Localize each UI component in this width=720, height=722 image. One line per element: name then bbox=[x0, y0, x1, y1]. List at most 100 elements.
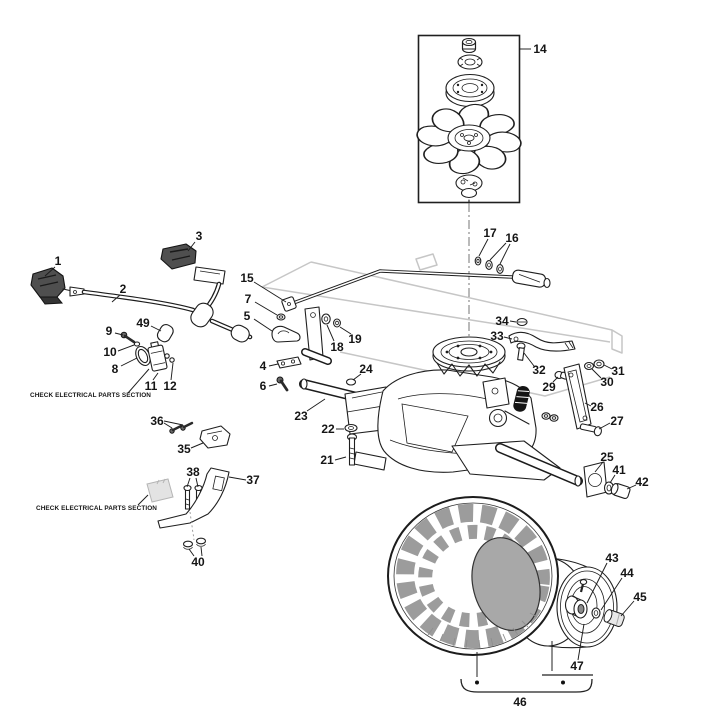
leader-7 bbox=[254, 301, 278, 316]
leader-38-2 bbox=[195, 477, 199, 488]
part-callout-7: 7 bbox=[245, 292, 252, 306]
wheel-art bbox=[387, 496, 625, 693]
leader-45 bbox=[620, 600, 635, 617]
part-callout-23: 23 bbox=[294, 409, 308, 423]
valve-stem-43 bbox=[579, 583, 585, 593]
bracket-25 bbox=[583, 461, 608, 498]
tire-opening bbox=[471, 537, 541, 631]
wave-washer-art bbox=[457, 54, 483, 70]
axle-end-art bbox=[583, 461, 631, 499]
part-callout-45: 45 bbox=[633, 590, 647, 604]
part-callout-1: 1 bbox=[55, 254, 62, 268]
leader-16 bbox=[489, 242, 507, 261]
bolt-21 bbox=[348, 437, 356, 466]
part-callout-42: 42 bbox=[635, 475, 649, 489]
part-callout-32: 32 bbox=[532, 363, 546, 377]
leader-40 bbox=[188, 548, 195, 557]
part-callout-33: 33 bbox=[490, 329, 504, 343]
leader-33 bbox=[503, 336, 513, 340]
fan-art bbox=[416, 103, 522, 175]
part-callout-38: 38 bbox=[186, 465, 200, 479]
part-callout-17: 17 bbox=[483, 226, 497, 240]
washer-22 bbox=[344, 423, 358, 433]
leader-11 bbox=[152, 372, 159, 381]
part-callout-46: 46 bbox=[513, 695, 527, 709]
bushing-49 bbox=[156, 324, 174, 343]
part-callout-34: 34 bbox=[495, 314, 509, 328]
part-callout-29: 29 bbox=[542, 380, 556, 394]
washer-44 bbox=[591, 607, 601, 619]
leader-9 bbox=[114, 332, 124, 336]
part-callout-22: 22 bbox=[321, 422, 335, 436]
rod-end-fitting bbox=[511, 269, 547, 288]
leader-37 bbox=[228, 476, 247, 481]
leader-10 bbox=[117, 344, 135, 352]
ghost-electrical-part bbox=[146, 478, 174, 503]
bracket-37 bbox=[157, 467, 230, 529]
leader-27 bbox=[598, 422, 611, 430]
leader-6 bbox=[268, 383, 278, 387]
part-callout-12: 12 bbox=[163, 379, 177, 393]
note-leader-2 bbox=[137, 494, 149, 506]
leader-18 bbox=[326, 324, 335, 342]
note-layer: CHECK ELECTRICAL PARTS SECTION CHECK ELEC… bbox=[30, 368, 157, 512]
group-marks-art bbox=[460, 641, 593, 693]
part-callout-30: 30 bbox=[600, 375, 614, 389]
leader-12 bbox=[170, 362, 174, 381]
part-callout-41: 41 bbox=[612, 463, 626, 477]
part-callout-10: 10 bbox=[103, 345, 117, 359]
note-leader-1 bbox=[127, 368, 150, 394]
part-callout-15: 15 bbox=[240, 271, 254, 285]
leader-1 bbox=[44, 266, 56, 277]
part-callout-31: 31 bbox=[611, 364, 625, 378]
part-callout-49: 49 bbox=[136, 316, 150, 330]
axle-shaft-23 bbox=[300, 378, 308, 390]
leader-47 bbox=[577, 623, 585, 661]
part-callout-2: 2 bbox=[120, 282, 127, 296]
part-callout-11: 11 bbox=[145, 379, 158, 393]
switch-body-11 bbox=[147, 341, 168, 372]
leader-32 bbox=[523, 352, 535, 367]
pedal-pad-3 bbox=[160, 243, 197, 270]
pedal-pad-1 bbox=[30, 267, 66, 298]
bushing-42 bbox=[610, 483, 631, 499]
electrical-switch-art bbox=[120, 331, 175, 372]
transmission-fan-blades bbox=[436, 361, 501, 377]
leader-26 bbox=[584, 402, 592, 407]
part-callout-40: 40 bbox=[191, 555, 205, 569]
leader-30 bbox=[591, 368, 602, 379]
part-callout-14: 14 bbox=[533, 42, 547, 56]
part-callout-25: 25 bbox=[600, 450, 614, 464]
transmission-art bbox=[299, 317, 605, 487]
nut-art bbox=[461, 37, 477, 54]
stabilizer-rod-art bbox=[281, 256, 551, 312]
tire-tread bbox=[396, 503, 550, 649]
leader-layer bbox=[44, 48, 637, 661]
part-callout-8: 8 bbox=[112, 362, 119, 376]
coupler-art bbox=[455, 174, 483, 203]
wheel-group-bracket bbox=[460, 678, 593, 693]
electrical-note-2: CHECK ELECTRICAL PARTS SECTION bbox=[36, 505, 157, 512]
electrical-note-1: CHECK ELECTRICAL PARTS SECTION bbox=[30, 392, 151, 399]
leader-21 bbox=[334, 456, 347, 461]
part-callout-9: 9 bbox=[106, 324, 113, 338]
part-callout-3: 3 bbox=[196, 229, 203, 243]
leader-44 bbox=[600, 577, 623, 611]
part-callout-18: 18 bbox=[330, 340, 344, 354]
leader-25 bbox=[594, 461, 604, 473]
tire-art bbox=[387, 496, 559, 656]
part-callout-37: 37 bbox=[246, 473, 260, 487]
pulley-art bbox=[445, 73, 495, 108]
pedal-assembly-art bbox=[30, 243, 253, 343]
part-callout-16: 16 bbox=[505, 231, 519, 245]
leader-19 bbox=[339, 326, 352, 335]
part-callout-26: 26 bbox=[590, 400, 604, 414]
part-callout-36: 36 bbox=[150, 414, 164, 428]
switch-35 bbox=[199, 425, 231, 449]
plate-26 bbox=[563, 363, 592, 430]
leader-4 bbox=[268, 363, 279, 367]
leader-24 bbox=[352, 373, 362, 381]
leader-16-2 bbox=[499, 243, 511, 265]
leader-49 bbox=[150, 325, 162, 332]
